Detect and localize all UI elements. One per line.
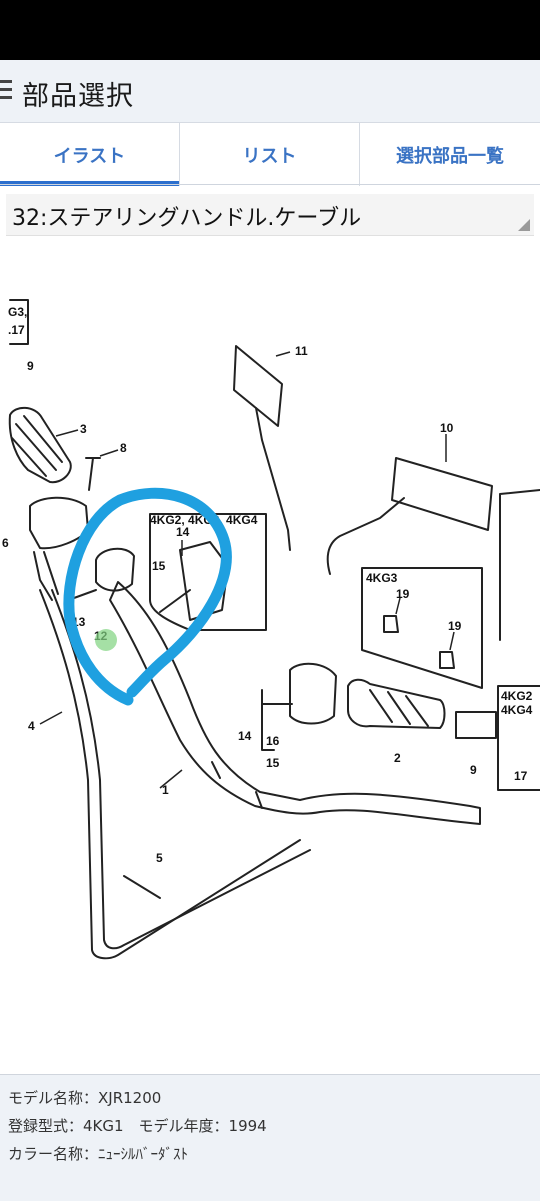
callout-10: 10: [440, 421, 454, 435]
partial-label-bottom: .17: [8, 323, 25, 337]
grip-3: [8, 406, 72, 484]
variant-screw: [159, 589, 191, 613]
variant-label-edge-1: 4KG2: [501, 689, 533, 703]
adjuster-5: [123, 875, 161, 899]
grip-3-pattern: [11, 415, 63, 477]
mirror-10-stem: [326, 497, 405, 575]
selected-part-marker[interactable]: [95, 629, 117, 651]
bolt-8: [85, 457, 101, 491]
grip-2-pattern: [369, 689, 429, 727]
variant-box-edge: [497, 685, 540, 791]
illustration-select-value: 32:ステアリングハンドル.ケーブル: [12, 206, 362, 231]
callout-9-top: 9: [27, 359, 34, 373]
variant-box-right: [361, 567, 483, 689]
bracket-14: [261, 689, 293, 751]
variant-label-left: 4KG2, 4KG3, 4KG4: [150, 513, 258, 527]
hamburger-menu-icon[interactable]: [0, 80, 12, 100]
app-header: 部品選択: [0, 60, 540, 122]
cable-4a: [39, 589, 301, 960]
callout-5: 5: [156, 851, 163, 865]
parts-diagram[interactable]: 11 10 9 3 8 6 13 12 15 14 19 19 4 1 14 1…: [0, 240, 540, 1070]
callout-15: 15: [152, 559, 166, 573]
callout-15b: 15: [266, 756, 280, 770]
tab-bar: イラスト リスト 選択部品一覧: [0, 122, 540, 186]
page-title: 部品選択: [22, 81, 134, 112]
variant-label-right: 4KG3: [366, 571, 398, 585]
callout-11: 11: [295, 344, 308, 358]
tab-illustration[interactable]: イラスト: [0, 123, 180, 186]
callout-8: 8: [120, 441, 127, 455]
mirror-11-stem: [255, 407, 291, 551]
screw-13: [73, 589, 97, 599]
callout-3: 3: [80, 422, 87, 436]
illustration-select[interactable]: 32:ステアリングハンドル.ケーブル: [6, 194, 534, 236]
variant-box-left: [149, 513, 267, 631]
model-name: モデル名称：XJR1200: [8, 1089, 162, 1107]
callout-1: 1: [162, 783, 169, 797]
callout-19a: 19: [396, 587, 410, 601]
tab-list[interactable]: リスト: [180, 123, 360, 186]
dropdown-arrow-icon: [518, 219, 530, 231]
handlebar-1: [109, 581, 481, 825]
variant-label-edge-2: 4KG4: [501, 703, 533, 717]
callout-6: 6: [2, 536, 9, 550]
status-bar: [0, 0, 540, 60]
callout-17: 17: [514, 769, 528, 783]
partial-variant-box: [9, 299, 29, 345]
callout-4: 4: [28, 719, 35, 733]
tab-divider: [0, 184, 540, 185]
parts-diagram-svg[interactable]: 11 10 9 3 8 6 13 12 15 14 19 19 4 1 14 1…: [0, 240, 540, 1070]
grip-2: [347, 678, 446, 729]
callout-9b: 9: [470, 763, 477, 777]
variant-bolts-19: [383, 615, 455, 669]
tab-selected-parts[interactable]: 選択部品一覧: [396, 145, 504, 167]
callout-19b: 19: [448, 619, 462, 633]
bar-end-9: [455, 711, 497, 739]
highlight-circle-annotation: [63, 487, 232, 706]
partial-label-top: G3,: [8, 305, 27, 319]
color-name: カラー名称：ﾆｭｰｼﾙﾊﾞｰﾀﾞｽﾄ: [8, 1145, 189, 1163]
throttle-housing-12: [95, 547, 135, 592]
right-switch-housing: [289, 662, 337, 725]
callout-2: 2: [394, 751, 401, 765]
handlebar-marks: [211, 761, 263, 809]
lever-mount: [33, 551, 59, 601]
callout-16: 16: [266, 734, 280, 748]
mirror-11-head: [233, 345, 283, 427]
model-info-footer: モデル名称：XJR1200 登録型式：4KG1 モデル年度：1994 カラー名称…: [0, 1074, 540, 1201]
mirror-10-head: [391, 457, 493, 531]
callout-14b: 14: [238, 729, 252, 743]
callout-14: 14: [176, 525, 190, 539]
variant-box-edge-top: [499, 489, 540, 641]
registration-info: 登録型式：4KG1 モデル年度：1994: [8, 1117, 267, 1135]
